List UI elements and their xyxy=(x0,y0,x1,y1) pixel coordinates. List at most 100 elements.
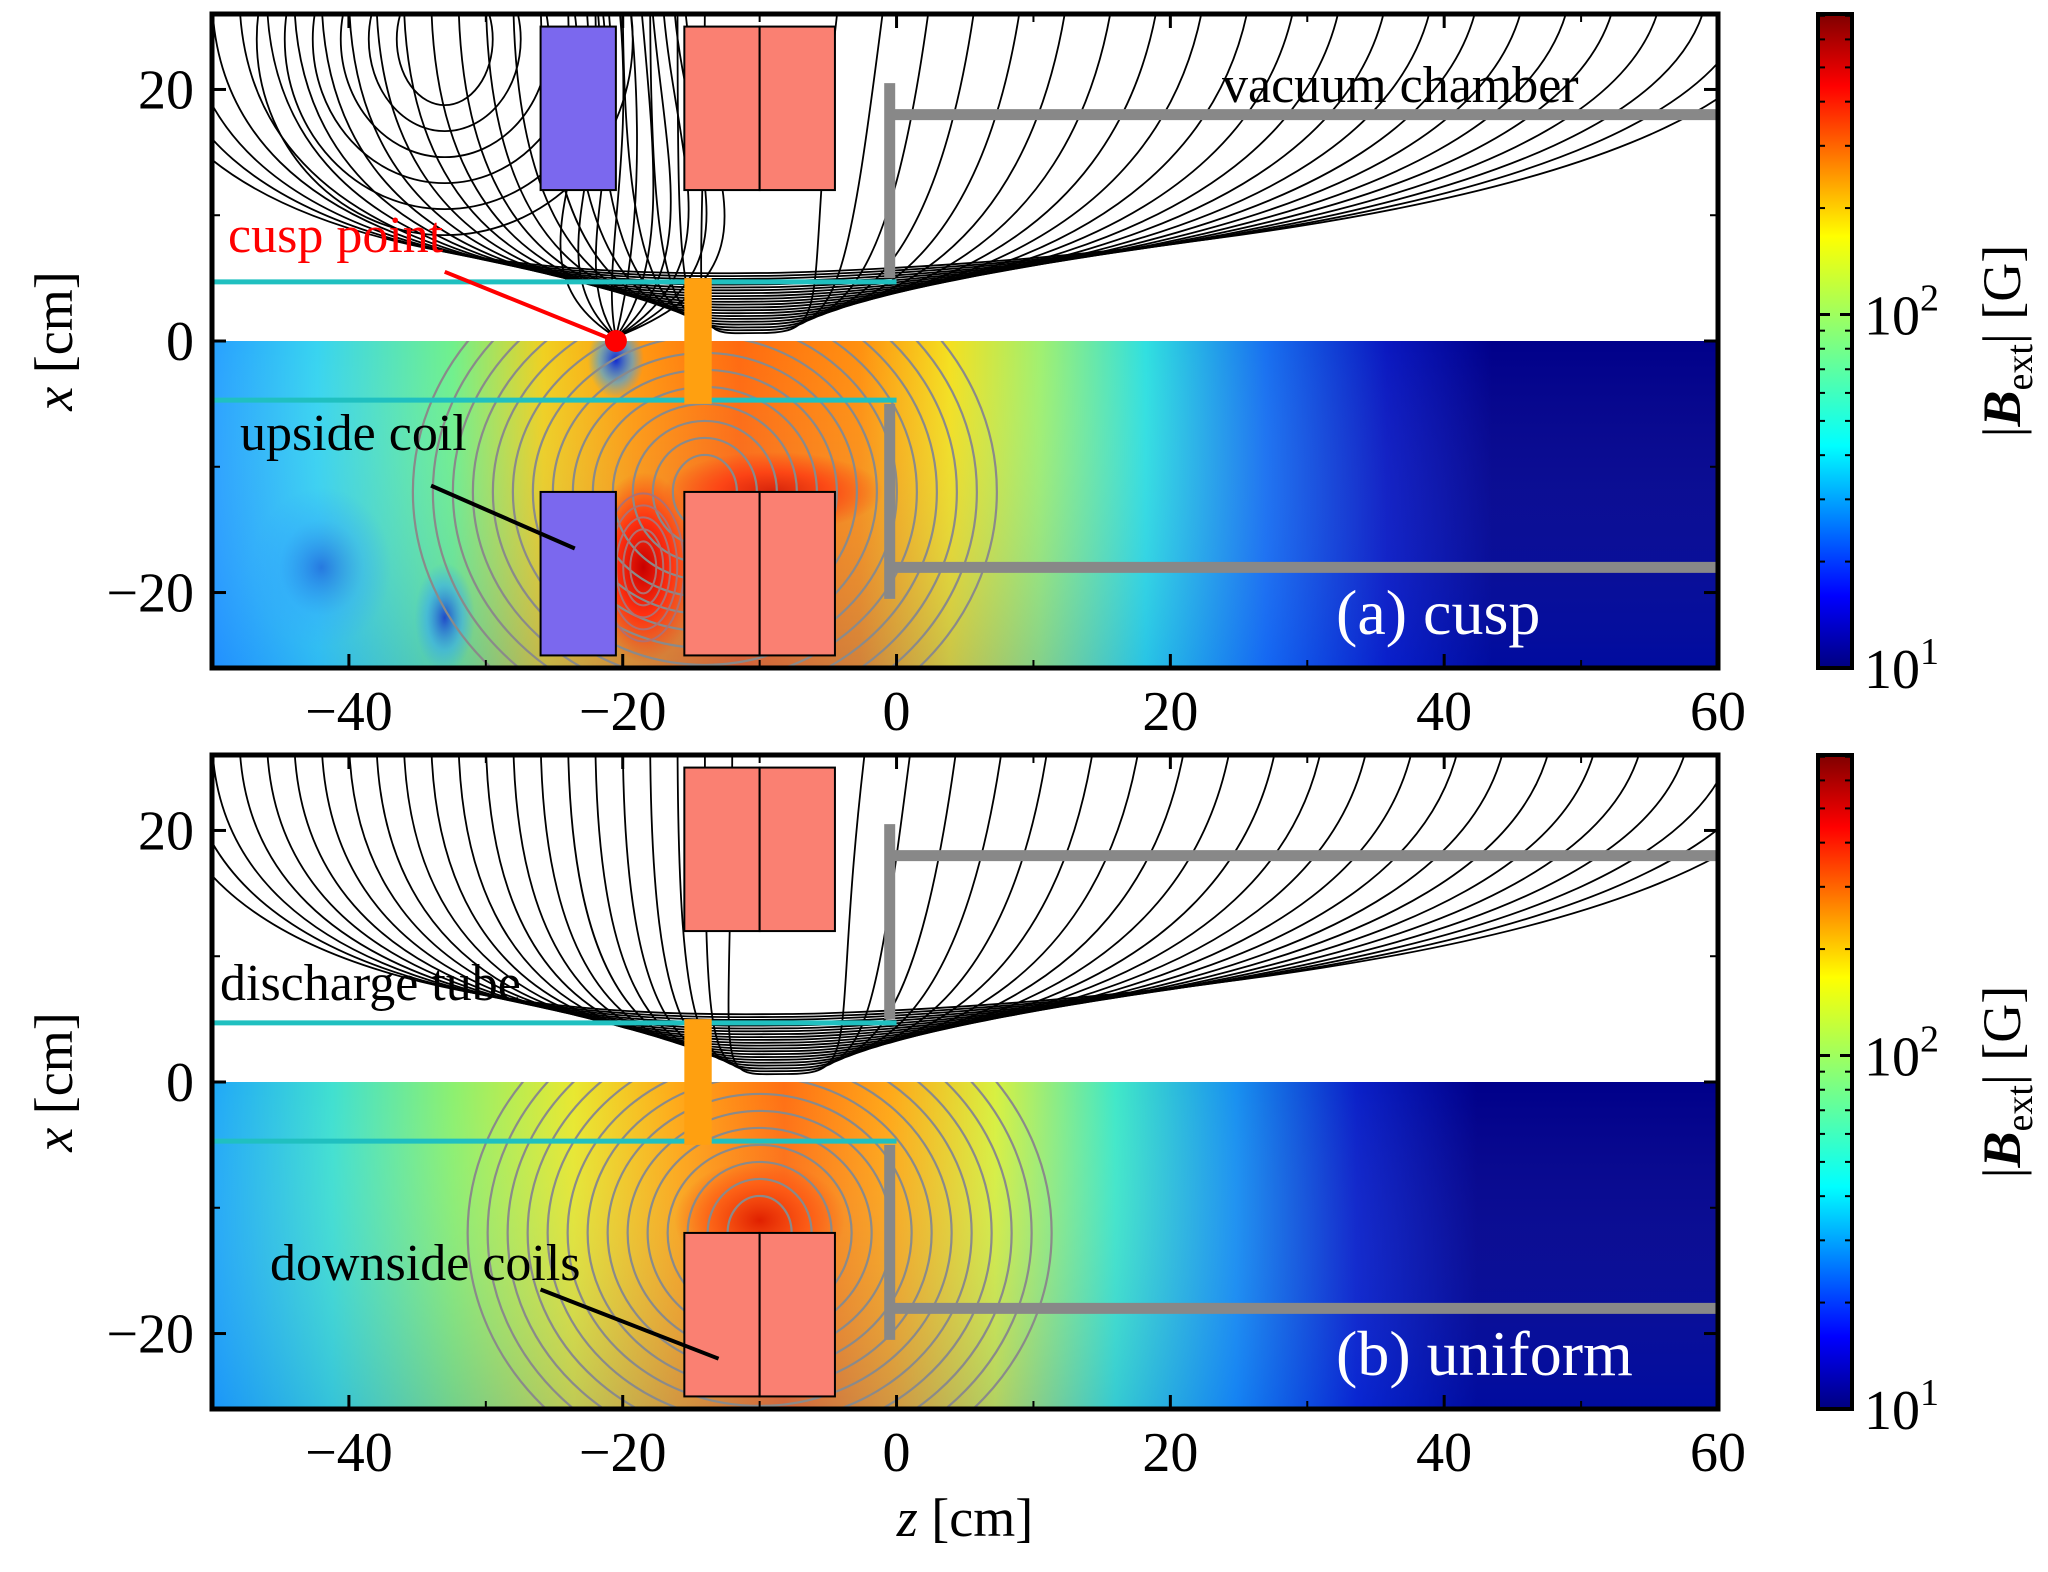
colorbar-tick-exp: 1 xyxy=(1920,631,1939,673)
cold-spot xyxy=(587,341,644,398)
field-line xyxy=(540,755,1184,1056)
upside-coil xyxy=(539,490,617,657)
y-axis-label-b: x [cm] xyxy=(24,1012,84,1152)
field-line xyxy=(403,755,1412,1041)
field-line xyxy=(615,14,690,338)
field-line xyxy=(348,755,1503,1036)
x-tick-label: −40 xyxy=(305,681,393,743)
x-tick-label: 40 xyxy=(1416,1422,1472,1484)
colorbar-tick-label: 101 xyxy=(1864,1372,1939,1442)
y-axis-unit-a: [cm] xyxy=(24,271,84,386)
downside-coil xyxy=(758,490,836,657)
gray-contour xyxy=(431,341,978,668)
field-line xyxy=(212,14,1704,280)
field-line xyxy=(615,14,655,338)
x-tick-label: 60 xyxy=(1690,1422,1746,1484)
field-line xyxy=(376,14,1385,300)
colorbar-tick-exp: 1 xyxy=(1920,1372,1939,1414)
field-line xyxy=(676,755,957,1070)
field-line xyxy=(458,14,1248,309)
colorbar-tick-base: 10 xyxy=(1864,639,1920,701)
field-line xyxy=(622,755,1048,1064)
field-line xyxy=(255,14,634,236)
gray-contour xyxy=(491,341,918,668)
field-line xyxy=(212,60,1718,278)
field-line xyxy=(700,14,839,335)
gray-contour xyxy=(471,341,938,668)
downside-coils-pointer xyxy=(539,1287,720,1361)
field-line xyxy=(348,14,1430,298)
y-tick-label: 0 xyxy=(166,1052,194,1114)
field-line xyxy=(727,755,866,1076)
gray-contour xyxy=(526,1082,993,1409)
y-tick-label: 20 xyxy=(138,800,194,862)
downside-coil xyxy=(683,490,761,657)
field-line xyxy=(266,14,1567,289)
x-tick-label: −20 xyxy=(579,681,667,743)
gray-contour xyxy=(629,540,658,595)
cbar-var-a: B xyxy=(1972,390,2032,427)
cbar-suffix-b: | [G] xyxy=(1972,986,2032,1085)
cbar-sub-b: ext xyxy=(1999,1085,2041,1132)
field-line xyxy=(485,755,1275,1050)
x-tick-label: 0 xyxy=(883,681,911,743)
y-axis-var-b: x xyxy=(24,1128,84,1153)
field-line xyxy=(321,14,1476,295)
antenna xyxy=(684,278,712,404)
field-line xyxy=(594,755,1093,1061)
x-tick-label: 20 xyxy=(1142,681,1198,743)
cold-spot xyxy=(251,487,392,648)
colorbar-tick-base: 10 xyxy=(1864,1026,1920,1088)
structures-a xyxy=(212,25,1718,657)
gray-contour xyxy=(546,1082,973,1409)
field-line xyxy=(594,14,1020,323)
field-line xyxy=(212,97,1718,275)
field-line xyxy=(430,755,1367,1044)
field-lines-a xyxy=(212,14,1718,339)
colorbar-tick-label: 102 xyxy=(1864,1018,1939,1088)
downside-coil xyxy=(683,1231,761,1398)
cusp-point-pointer xyxy=(443,269,617,343)
colorbar-tick-base: 10 xyxy=(1864,1380,1920,1442)
field-line xyxy=(294,14,1522,292)
x-tick-label: 20 xyxy=(1142,1422,1198,1484)
x-axis-unit: [cm] xyxy=(918,1488,1033,1548)
colorbar-tick-exp: 2 xyxy=(1920,1018,1939,1060)
colorbar-label-b: |Bext| [G] xyxy=(1972,986,2041,1179)
structures-b xyxy=(212,766,1718,1398)
field-line xyxy=(512,755,1230,1053)
field-line xyxy=(615,14,638,338)
field-line xyxy=(610,14,625,338)
field-line xyxy=(239,14,1613,286)
downside-coil xyxy=(758,766,836,933)
y-tick-label: 20 xyxy=(138,59,194,121)
field-line xyxy=(622,14,975,326)
field-line xyxy=(430,14,1294,306)
field-line xyxy=(567,14,1066,320)
cbar-var-b: B xyxy=(1972,1131,2032,1168)
downside-coil xyxy=(683,25,761,192)
y-tick-label: −20 xyxy=(106,1304,194,1366)
x-tick-label: 60 xyxy=(1690,681,1746,743)
gray-contour xyxy=(486,1082,1033,1409)
x-tick-label: −20 xyxy=(579,1422,667,1484)
vacuum-chamber-label: vacuum chamber xyxy=(1222,57,1579,114)
heatmap-a xyxy=(212,341,1718,668)
field-line xyxy=(567,755,1139,1058)
downside-coil xyxy=(683,766,761,933)
field-line xyxy=(294,755,1595,1030)
field-line xyxy=(704,755,911,1073)
field-line xyxy=(376,755,1458,1039)
cold-spot xyxy=(414,562,475,668)
x-axis-var: z xyxy=(896,1488,918,1548)
field-line xyxy=(321,755,1549,1033)
downside-coil xyxy=(758,25,836,192)
field-line xyxy=(615,14,708,339)
y-axis-unit-b: [cm] xyxy=(24,1012,84,1127)
y-tick-label: −20 xyxy=(106,563,194,625)
